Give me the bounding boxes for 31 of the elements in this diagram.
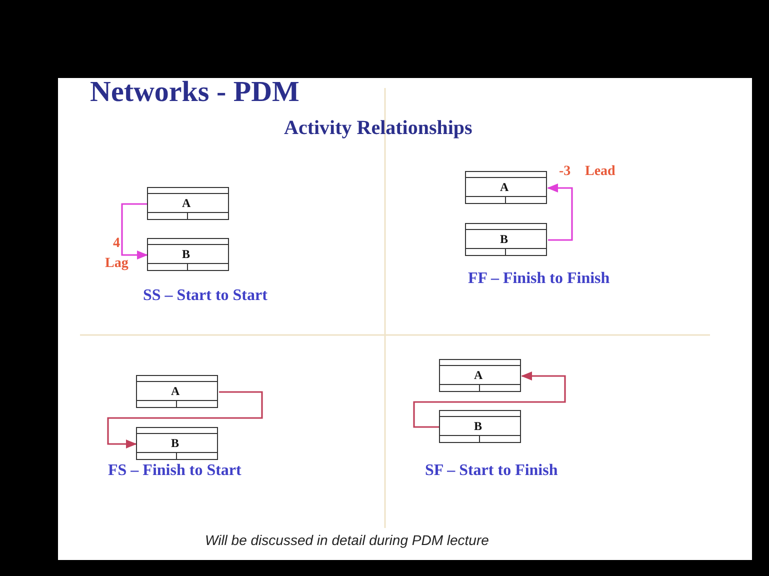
activity-box bbox=[465, 171, 547, 204]
lag-label: Lag bbox=[105, 256, 128, 272]
activity-label: A bbox=[182, 196, 191, 210]
activity-label: B bbox=[182, 247, 190, 261]
relationship-caption: SS – Start to Start bbox=[143, 287, 268, 305]
activity-box bbox=[439, 359, 521, 392]
activity-label: A bbox=[171, 384, 180, 398]
activity-box bbox=[147, 238, 229, 271]
connector-arrow bbox=[107, 391, 263, 448]
activity-box bbox=[136, 427, 218, 460]
activity-label: B bbox=[171, 436, 180, 450]
lead-value: -3 bbox=[559, 164, 571, 180]
relationship-caption: FF – Finish to Finish bbox=[468, 270, 610, 288]
lag-value: 4 bbox=[113, 236, 120, 252]
connector-arrow bbox=[546, 184, 573, 241]
lead-label: Lead bbox=[585, 164, 616, 180]
activity-box bbox=[439, 410, 521, 443]
relationship-caption: SF – Start to Finish bbox=[425, 462, 558, 480]
activity-label: B bbox=[500, 232, 508, 246]
slide-title: Networks - PDM bbox=[90, 76, 300, 109]
activity-label: A bbox=[474, 368, 483, 382]
activity-box bbox=[147, 187, 229, 220]
activity-box bbox=[136, 375, 218, 408]
relationship-caption: FS – Finish to Start bbox=[108, 462, 242, 480]
connector-arrow bbox=[121, 203, 148, 260]
subtitle: Activity Relationships bbox=[284, 117, 472, 140]
footnote: Will be discussed in detail during PDM lecture bbox=[205, 532, 489, 548]
activity-label: B bbox=[474, 419, 482, 433]
activity-label: A bbox=[500, 180, 509, 194]
activity-box bbox=[465, 223, 547, 256]
connector-arrow bbox=[413, 372, 566, 428]
